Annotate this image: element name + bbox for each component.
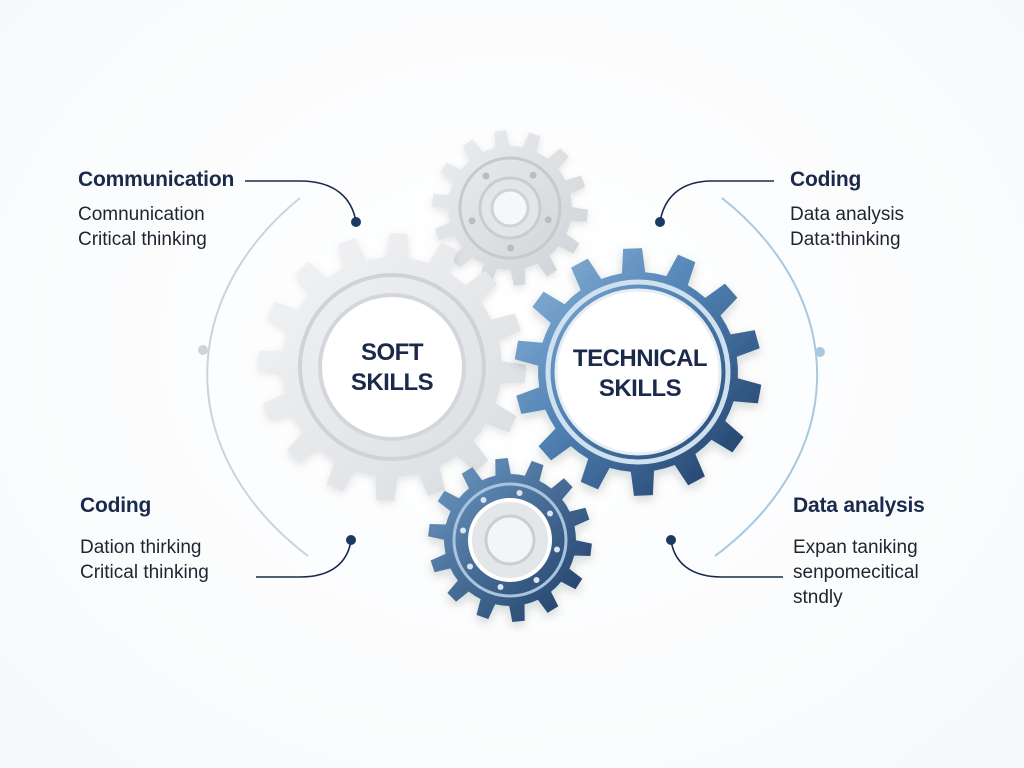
gear-small-bolt (547, 510, 553, 517)
soft-skills-gear (258, 233, 526, 501)
gear-top-ring (458, 156, 562, 260)
soft-skills-label-line2: SKILLS (350, 369, 434, 396)
bottom-left-line-1: Dation thirking (80, 537, 202, 558)
soft-skills-label: SOFT SKILLS (332, 338, 452, 398)
gear-small-bolt (467, 563, 473, 570)
technical-skills-label-line2: SKILLS (598, 375, 682, 402)
bottom-right-skill-block: Data analysis Expan taniking senpomeciti… (793, 493, 925, 610)
gear-small-bolt (480, 497, 487, 503)
top-left-skill-block: Communication Comnunication Critical thi… (78, 167, 234, 252)
top-left-line-2: Critical thinking (78, 229, 207, 250)
top-left-line-1: Comnunication (78, 204, 205, 225)
connector-dot-bottom-right (666, 535, 676, 545)
connector-dot-top-right (655, 217, 665, 227)
gear-top-bolt (507, 244, 515, 252)
top-right-line-2: Data∶thinking (790, 229, 901, 250)
gear-small-ring (452, 482, 568, 598)
connector-top-left (245, 180, 357, 223)
small-blue-gear (428, 458, 592, 622)
connector-top-right (659, 180, 774, 223)
soft-skills-label-line1: SOFT (361, 339, 424, 366)
left-arc-node (198, 345, 208, 355)
gear-top-bolt (544, 216, 552, 224)
gear-small-bolt (533, 577, 540, 583)
bottom-right-line-2: senpomecitical (793, 562, 919, 583)
gear-top-bolt (529, 171, 537, 179)
top-right-heading: Coding (790, 168, 862, 191)
connector-bottom-left (256, 539, 352, 578)
gear-small-hole (484, 514, 536, 566)
gear-small-bolt (554, 546, 560, 553)
gear-tech-ring (545, 279, 731, 465)
technical-skills-gear (514, 248, 762, 496)
gear-tech-hub (554, 288, 722, 456)
technical-skills-label: TECHNICAL SKILLS (560, 344, 720, 404)
gear-small-bolt (516, 490, 523, 496)
bottom-right-line-1: Expan taniking (793, 537, 918, 558)
connector-dot-top-left (351, 217, 361, 227)
gear-top-bolt (482, 172, 490, 180)
connector-dot-bottom-left (346, 535, 356, 545)
top-right-skill-block: Coding Data analysis Data∶thinking (790, 167, 904, 252)
top-gear (432, 130, 588, 286)
gear-soft-hub (318, 293, 466, 441)
gear-small-bolt (497, 584, 504, 590)
bottom-left-skill-block: Coding Dation thirking Critical thinking (80, 493, 209, 585)
right-arc-node (815, 347, 825, 357)
gear-top-bolt (468, 217, 476, 225)
top-left-heading: Communication (78, 168, 235, 191)
left-arc (206, 197, 309, 557)
right-arc (714, 197, 819, 557)
bottom-left-line-2: Critical thinking (80, 562, 209, 583)
top-right-line-1: Data analysis (790, 204, 905, 225)
bottom-right-line-3: stndly (793, 587, 843, 608)
bottom-left-heading: Coding (80, 494, 152, 517)
gear-small-bolt (460, 527, 466, 534)
bottom-right-heading: Data analysis (793, 494, 925, 517)
gear-soft-ring (298, 273, 486, 461)
connector-bottom-right (670, 539, 783, 578)
technical-skills-label-line1: TECHNICAL (572, 345, 708, 372)
gear-top-hole (490, 188, 530, 228)
